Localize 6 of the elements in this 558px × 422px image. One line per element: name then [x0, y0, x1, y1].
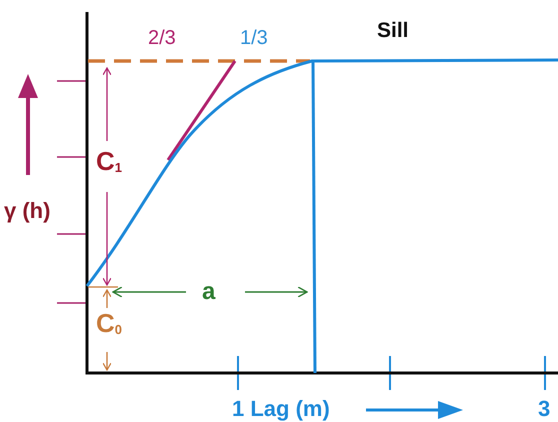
fraction-label: 1/3	[240, 28, 268, 48]
axis-title: γ (h)	[4, 200, 50, 222]
tick-label: 3	[538, 398, 550, 420]
sill-label: Sill	[377, 20, 409, 41]
axis-title: 1 Lag (m)	[232, 398, 330, 420]
fraction-label: 2/3	[148, 28, 176, 48]
